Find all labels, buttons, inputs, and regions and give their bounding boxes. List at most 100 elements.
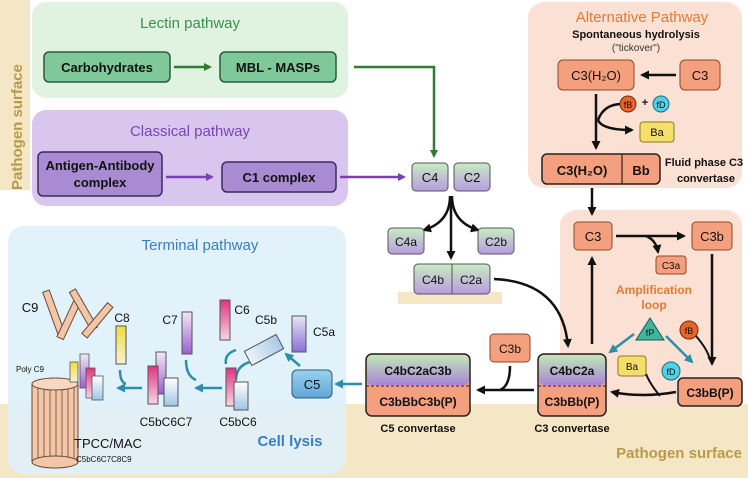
carbohydrates-label: Carbohydrates (61, 60, 153, 75)
c5bc6c7-c5b-part (163, 377, 179, 407)
c8-label: C8 (114, 311, 130, 325)
alt-fd-circle (652, 95, 670, 113)
c5bc6-c5b-part (233, 381, 249, 411)
amplification-label-2: loop (641, 298, 666, 312)
amp-fd-label: fD (667, 367, 677, 377)
fp-label: fP (646, 328, 655, 338)
lectin-arrow-to-c4 (354, 65, 438, 158)
amp-c3a-box (655, 255, 687, 275)
alt-fb-circle (619, 95, 637, 113)
c5-convertase-top-fill (367, 355, 469, 385)
alt-fd-label: fD (657, 100, 667, 110)
alternative-panel (528, 2, 742, 188)
lectin-title: Lectin pathway (140, 15, 241, 32)
c5-label: C5 (304, 377, 321, 392)
c2-label: C2 (464, 170, 481, 185)
carbohydrates-box (43, 51, 171, 83)
alt-fb-label: fB (624, 100, 633, 110)
c3h2o-box (557, 59, 635, 91)
fp-to-c3bbp-arrow (665, 335, 694, 364)
c5bc6-label: C5bC6 (219, 415, 257, 429)
pathogen-surface-band-left (0, 0, 30, 190)
c9-stick-4 (81, 302, 114, 339)
c4c2-split-arrow-right (450, 195, 480, 233)
c5a-label: C5a (313, 325, 335, 339)
conv-c3b-box (489, 333, 531, 363)
c3b-join-curve (499, 365, 512, 392)
amp-c3a-label: C3a (662, 261, 681, 272)
c7-hook (184, 359, 197, 382)
c4c2-split-arrow-left (422, 195, 452, 233)
cell-lysis-label: Cell lysis (257, 433, 322, 450)
alt-c3-box (679, 59, 721, 91)
fluid-phase-label-2: convertase (677, 173, 735, 185)
c2-box (453, 162, 491, 192)
amp-fb-circle (679, 320, 699, 340)
c5a-shape (291, 315, 307, 353)
amp-ba-box (617, 355, 647, 377)
c6-hook (224, 348, 237, 365)
amp-fd-circle (661, 361, 681, 381)
fluid-convertase-right-label: Bb (632, 163, 649, 178)
fp-to-convertase-arrow (608, 333, 635, 354)
poly-c9-label: Poly C9 (16, 365, 45, 374)
c2a-label: C2a (460, 273, 482, 287)
c9-label: C9 (22, 300, 39, 315)
c7-label: C7 (162, 313, 178, 327)
terminal-title: Terminal pathway (142, 237, 259, 254)
c1-complex-label: C1 complex (243, 170, 317, 185)
c4a-label: C4a (395, 235, 417, 249)
tpcc-mac-label: TPCC/MAC (74, 436, 142, 451)
pathogen-surface-bottom-label: Pathogen surface (616, 445, 742, 462)
terminal-panel (8, 226, 346, 474)
c3-convertase-top-fill (539, 355, 605, 385)
c5-convertase-caption: C5 convertase (380, 423, 455, 435)
mbl-masps-label: MBL - MASPs (236, 60, 320, 75)
amp-c3a-release-curve (645, 234, 662, 254)
c3-convertase-bottom-label: C3bBb(P) (545, 395, 600, 409)
c1-complex-box (221, 161, 337, 193)
c8-shape (115, 325, 127, 365)
c5-convertase-bottom-label: C3bBbC3b(P) (379, 395, 456, 409)
c5-convertase-top-label: C4bC2aC3b (384, 364, 451, 378)
c4a-box (387, 227, 425, 255)
ba-release-curve (596, 119, 634, 135)
amp-ba-label: Ba (626, 362, 639, 373)
c7-shape (181, 311, 193, 355)
antigen-antibody-label-2: complex (74, 175, 128, 190)
c3h2o-label: C3(H₂O) (571, 68, 621, 83)
amp-c3-box (573, 221, 613, 251)
fluid-convertase-box (541, 153, 661, 185)
c3bbp-label: C3bB(P) (686, 386, 733, 400)
c2b-label: C2b (485, 235, 507, 249)
alt-ba-box (639, 121, 675, 143)
fp-triangle (635, 317, 665, 341)
c4b-c2a-surface-strip (398, 292, 502, 304)
c5bc6c7-label: C5bC6C7 (140, 415, 193, 429)
c3-convertase-caption: C3 convertase (534, 423, 609, 435)
c6-label: C6 (234, 303, 250, 317)
c3bbp-box (677, 377, 743, 407)
alt-c3-label: C3 (692, 68, 709, 83)
amp-c3b-label: C3b (700, 229, 724, 244)
ba-release-amp-curve (645, 373, 661, 397)
c5-to-c5b-arrow (284, 352, 301, 367)
c6-shape (219, 299, 231, 341)
c8-hook (118, 369, 127, 386)
amp-c3b-box (691, 221, 733, 251)
tpcc-sub-label: C5bC6C7C8C9 (76, 455, 132, 464)
tickover-label: ("tickover") (612, 43, 660, 54)
antigen-antibody-box (37, 151, 163, 197)
pathogen-surface-left-label: Pathogen surface (9, 64, 26, 190)
fluid-convertase-left-label: C3(H₂O) (557, 163, 608, 178)
c4b-c2a-to-c3-convertase-arrow (493, 277, 572, 348)
alternative-subtitle: Spontaneous hydrolysis (572, 29, 700, 41)
alt-ba-label: Ba (650, 127, 664, 139)
c5bc6c7-c6-part (147, 365, 159, 405)
c2b-box (477, 227, 515, 255)
alternative-title: Alternative Pathway (576, 9, 709, 26)
c4-label: C4 (422, 170, 439, 185)
fb-join-curve (596, 102, 623, 121)
alt-plus-label: + (642, 97, 648, 109)
